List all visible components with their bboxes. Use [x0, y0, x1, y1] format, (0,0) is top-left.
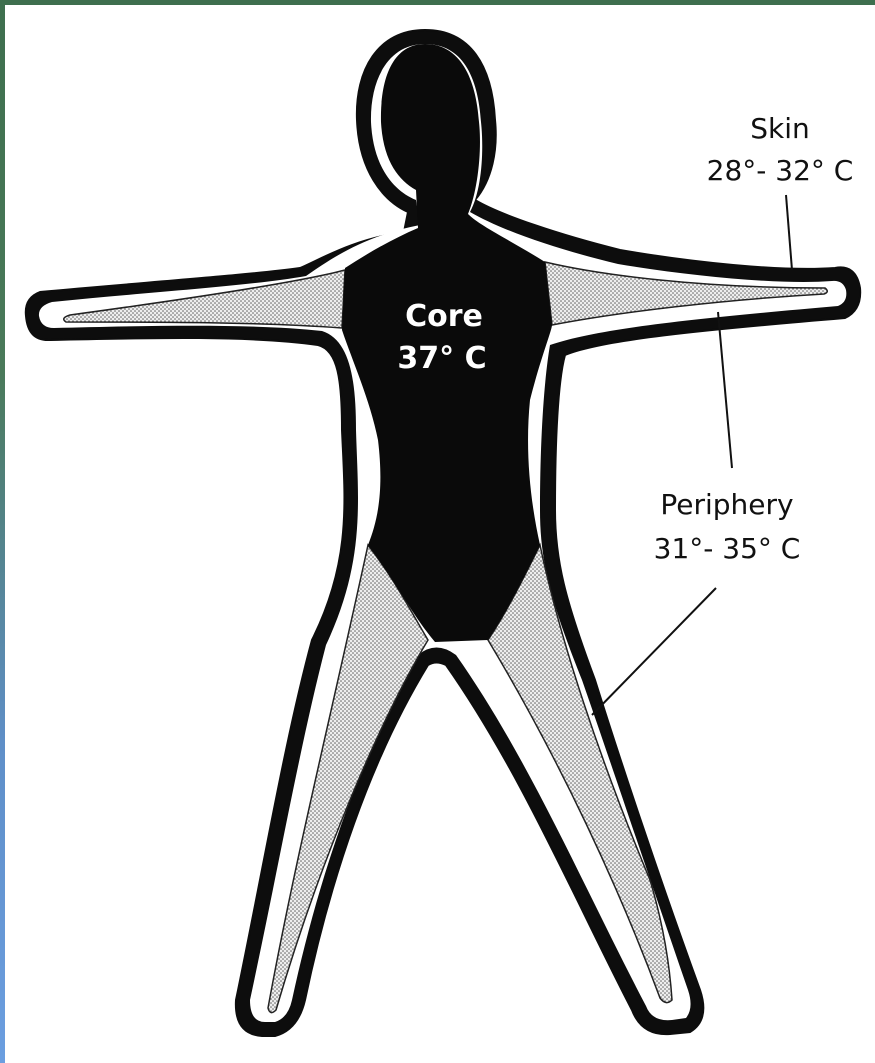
periphery-leader-line-leg [592, 588, 716, 715]
core-temp-label: 37° C [397, 341, 486, 376]
skin-temp-label: 28°- 32° C [707, 154, 854, 187]
periphery-leader-line-arm [718, 312, 732, 468]
skin-label: Skin [750, 112, 810, 145]
core-label: Core [405, 299, 483, 334]
skin-leader-line [786, 195, 792, 270]
periphery-temp-label: 31°- 35° C [654, 532, 801, 565]
periphery-label: Periphery [660, 488, 793, 521]
